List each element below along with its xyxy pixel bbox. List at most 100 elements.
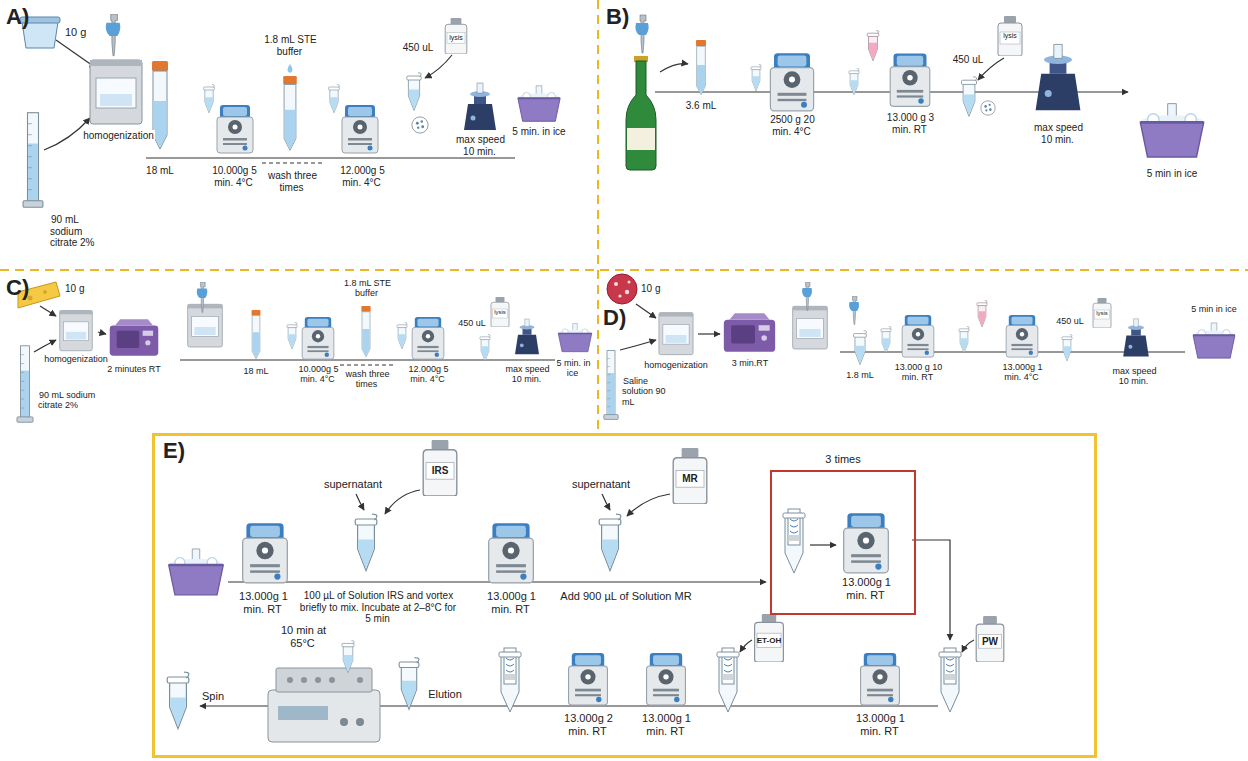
label-box: 13.000g 2 min. RT — [553, 712, 623, 737]
label-box: 10 g — [640, 283, 670, 295]
microtube — [399, 658, 419, 710]
art-part — [602, 494, 610, 510]
salami-slice — [607, 274, 637, 304]
art-part — [43, 290, 47, 294]
step-label: 90 mL sodium citrate 2% — [50, 214, 95, 248]
step-label: max speed 10 min. — [1111, 366, 1156, 386]
art-part — [276, 668, 372, 692]
art-part — [660, 64, 688, 72]
art-part — [34, 340, 56, 352]
art-part — [340, 718, 348, 726]
panel-letter: A) — [6, 4, 29, 29]
falcon-tube — [361, 306, 370, 357]
label-box: max speed 10 min. — [1028, 122, 1088, 145]
step-label: 2 minutes RT — [106, 364, 161, 374]
centrifuge — [342, 105, 378, 153]
step-label: homogenization — [43, 354, 109, 364]
art-part — [356, 718, 364, 726]
label-box: 1.8 mL STE buffer — [252, 34, 328, 57]
label-box: 450 uL — [948, 54, 988, 66]
flow-lines — [34, 40, 1185, 706]
panel-d-icons — [604, 274, 1235, 419]
stomacher-bag — [90, 60, 142, 124]
step-label: supernatant — [571, 478, 631, 490]
step-label: 5 min in ice — [1146, 168, 1199, 179]
step-label: 10.000g 5 min. 4°C — [297, 364, 338, 384]
buffer-drop — [288, 64, 293, 73]
art-part — [912, 540, 950, 640]
repeat-box: 3 times — [770, 470, 916, 615]
art-part — [340, 364, 394, 365]
step-label: 3 min.RT — [731, 358, 769, 368]
label-box: 10 g — [64, 26, 104, 39]
step-label: 450 uL — [1055, 316, 1085, 326]
step-label: 10.000g 5 min. 4°C — [211, 165, 257, 188]
ice-bucket — [169, 549, 224, 595]
graduated-cylinder — [23, 113, 43, 208]
microtube — [355, 514, 377, 570]
label-box: 13.000g 1 min. RT — [228, 590, 298, 615]
reagent-bottle — [445, 18, 467, 54]
pipette — [106, 14, 121, 56]
panel-b-icons — [626, 15, 1204, 170]
microtube — [881, 327, 891, 353]
step-label: 13.000g 1 min. RT — [238, 590, 288, 615]
step-label: max speed 10 min. — [504, 364, 549, 384]
label-box: C) — [6, 275, 46, 300]
bottle-label: IRS — [432, 465, 449, 476]
label-box: lysis — [1090, 310, 1114, 317]
ice-bucket — [518, 86, 560, 122]
step-label: 13.000g 1 min. RT — [486, 590, 536, 615]
pipette — [635, 15, 648, 53]
reagent-bottle — [755, 614, 784, 662]
centrifuge — [489, 523, 534, 583]
falcon-tube — [283, 76, 297, 150]
reagent-bottle — [998, 16, 1022, 56]
microtube — [342, 641, 354, 673]
step-label: 3.6 mL — [685, 100, 718, 111]
label-box: homogenization — [81, 130, 156, 142]
step-label: 450 uL — [457, 318, 487, 328]
panel-dividers — [0, 0, 1248, 432]
label-box: 10.000g 5 min. 4°C — [290, 364, 346, 385]
label-box: max speed 10 min. — [500, 364, 554, 385]
step-label: 13.000g 1 min. RT — [641, 712, 691, 737]
label-box: 10.000g 5 min. 4°C — [205, 165, 263, 188]
step-label: 13.000g 1 min. RT — [855, 712, 905, 737]
microtube — [1062, 335, 1072, 361]
stomacher-bag — [659, 313, 693, 355]
ice-bucket — [1193, 323, 1235, 358]
label-box: 10 min at 65°C — [272, 624, 334, 649]
bottle-label: lysis — [494, 309, 506, 315]
art-part — [268, 690, 380, 742]
microtube — [751, 65, 761, 91]
step-label: 12.000g 5 min. 4°C — [339, 165, 385, 188]
label-box: homogenization — [640, 360, 712, 370]
centrifuge — [844, 513, 889, 573]
art-part — [262, 162, 322, 163]
panel-letter: B) — [606, 4, 629, 29]
art-part — [357, 677, 363, 683]
label-box: 13.000g 1 min. RT — [631, 712, 701, 737]
art-part — [0, 269, 1248, 271]
art-part — [287, 677, 293, 683]
step-label: 450 uL — [402, 42, 435, 53]
art-part — [180, 359, 560, 360]
step-label: 5 min. in ice — [511, 126, 566, 137]
panel-e-icons — [167, 440, 1004, 742]
label-box: Elution — [420, 688, 470, 701]
label-box: 13.000 g 10 min. RT — [890, 362, 946, 383]
pipette — [802, 282, 812, 311]
panel-letter: C) — [6, 275, 29, 300]
art-part — [962, 640, 974, 652]
reagent-bottle — [491, 297, 509, 327]
label-box: supernatant — [566, 478, 636, 491]
step-label: 1.8 mL STE buffer — [343, 278, 391, 298]
label-box: 10 g — [64, 283, 94, 295]
label-box: 12.000g 5 min. 4°C — [400, 364, 456, 385]
centrifuge — [569, 653, 608, 705]
label-box: lysis — [995, 32, 1025, 40]
reagent-bottle — [1093, 298, 1111, 328]
label-box: 3.6 mL — [681, 100, 721, 112]
microtube — [849, 69, 859, 95]
